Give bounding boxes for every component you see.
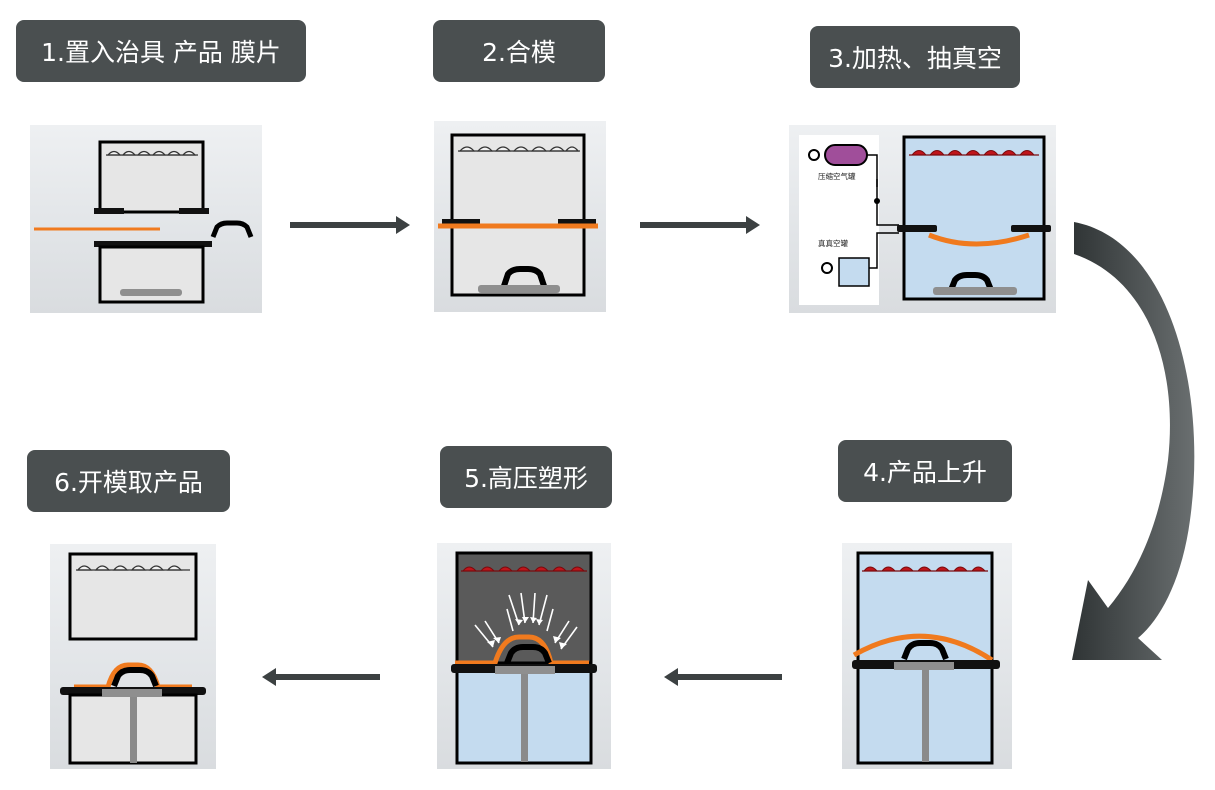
step-1-label: 1.置入治具 产品 膜片 — [16, 20, 306, 82]
step-4-label: 4.产品上升 — [838, 440, 1012, 502]
air-tank-tag: 压缩空气罐 — [818, 172, 856, 181]
arrow-step2-to-step3 — [640, 214, 762, 236]
step-6-label: 6.开模取产品 — [27, 450, 230, 512]
step-3-illustration: 压缩空气罐 真真空罐 — [789, 125, 1056, 313]
vacuum-tank-tag: 真真空罐 — [818, 239, 848, 248]
arrow-step4-to-step5 — [662, 666, 782, 688]
step-5-illustration — [437, 543, 611, 769]
arrow-step5-to-step6 — [260, 666, 380, 688]
step-6-illustration — [50, 544, 216, 769]
step-2-label: 2.合模 — [433, 20, 605, 82]
step-5-label: 5.高压塑形 — [440, 446, 612, 508]
step-3-label: 3.加热、抽真空 — [810, 26, 1020, 88]
step-2-illustration — [434, 121, 606, 312]
arrow-step1-to-step2 — [290, 214, 412, 236]
curved-arrow-step3-to-step4 — [1060, 220, 1210, 690]
step-1-illustration — [30, 125, 262, 313]
step-4-illustration — [842, 543, 1012, 769]
